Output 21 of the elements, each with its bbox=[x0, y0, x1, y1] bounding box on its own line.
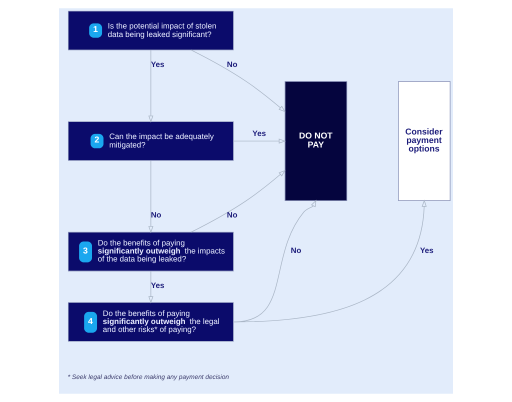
edge-label: No bbox=[226, 210, 238, 220]
node-box: Consider payment options bbox=[398, 81, 450, 201]
arrow bbox=[233, 138, 286, 144]
arrow bbox=[148, 160, 154, 234]
edge-label: Yes bbox=[252, 128, 266, 138]
arrow bbox=[190, 170, 286, 233]
node-box: 4 Do the benefits of paying significantly outweigh the legal and other risks* of paying? bbox=[68, 302, 234, 342]
edge-label: Yes bbox=[150, 281, 164, 290]
edge-label: Yes bbox=[420, 246, 434, 255]
node-box: 1 Is the potential impact of stolen data being leaked significant? bbox=[68, 10, 234, 50]
arrow bbox=[190, 50, 286, 112]
arrow bbox=[148, 50, 154, 123]
edge-label: No bbox=[226, 60, 238, 70]
edge-label: No bbox=[150, 210, 162, 220]
node-box: 2 Can the impact be adequately mitigated? bbox=[68, 121, 234, 161]
edge-label: Yes bbox=[150, 60, 164, 70]
node-box: DO NOT PAY bbox=[284, 81, 348, 201]
arrow bbox=[148, 270, 154, 304]
edge-label: No bbox=[290, 246, 302, 255]
arrow bbox=[234, 200, 427, 322]
node-box: 3 Do the benefits of paying significantly outweigh the impacts of the data being leaked? bbox=[68, 232, 234, 272]
